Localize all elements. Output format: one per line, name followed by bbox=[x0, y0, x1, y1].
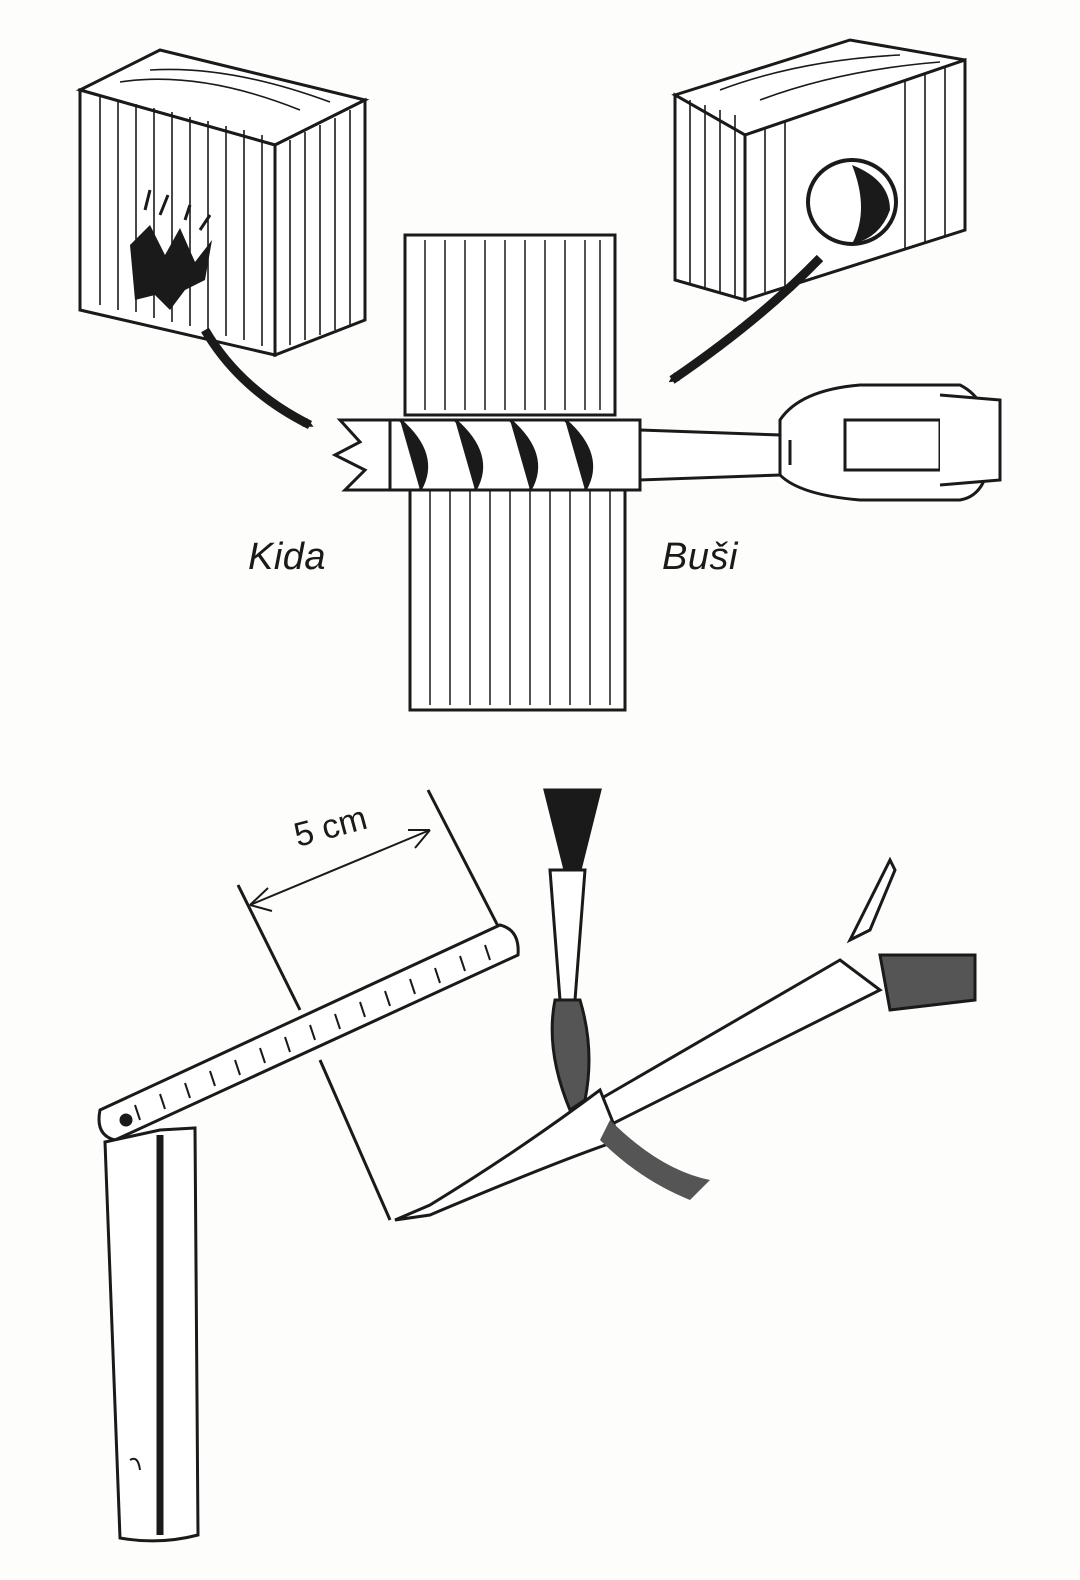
drilled-wood-block bbox=[671, 38, 967, 303]
paint-brush-vertical bbox=[543, 788, 602, 1113]
arrow-right bbox=[668, 254, 824, 384]
measuring-setup bbox=[236, 789, 502, 1221]
auger-drill-bit bbox=[331, 383, 1002, 502]
arrow-left bbox=[201, 327, 314, 430]
try-square-ruler bbox=[97, 923, 520, 1543]
marking-gauge-tool bbox=[394, 856, 977, 1222]
torn-wood-block bbox=[75, 48, 370, 358]
label-kida: Kida bbox=[248, 536, 327, 578]
label-busi: Buši bbox=[662, 536, 738, 578]
center-board bbox=[403, 233, 627, 712]
